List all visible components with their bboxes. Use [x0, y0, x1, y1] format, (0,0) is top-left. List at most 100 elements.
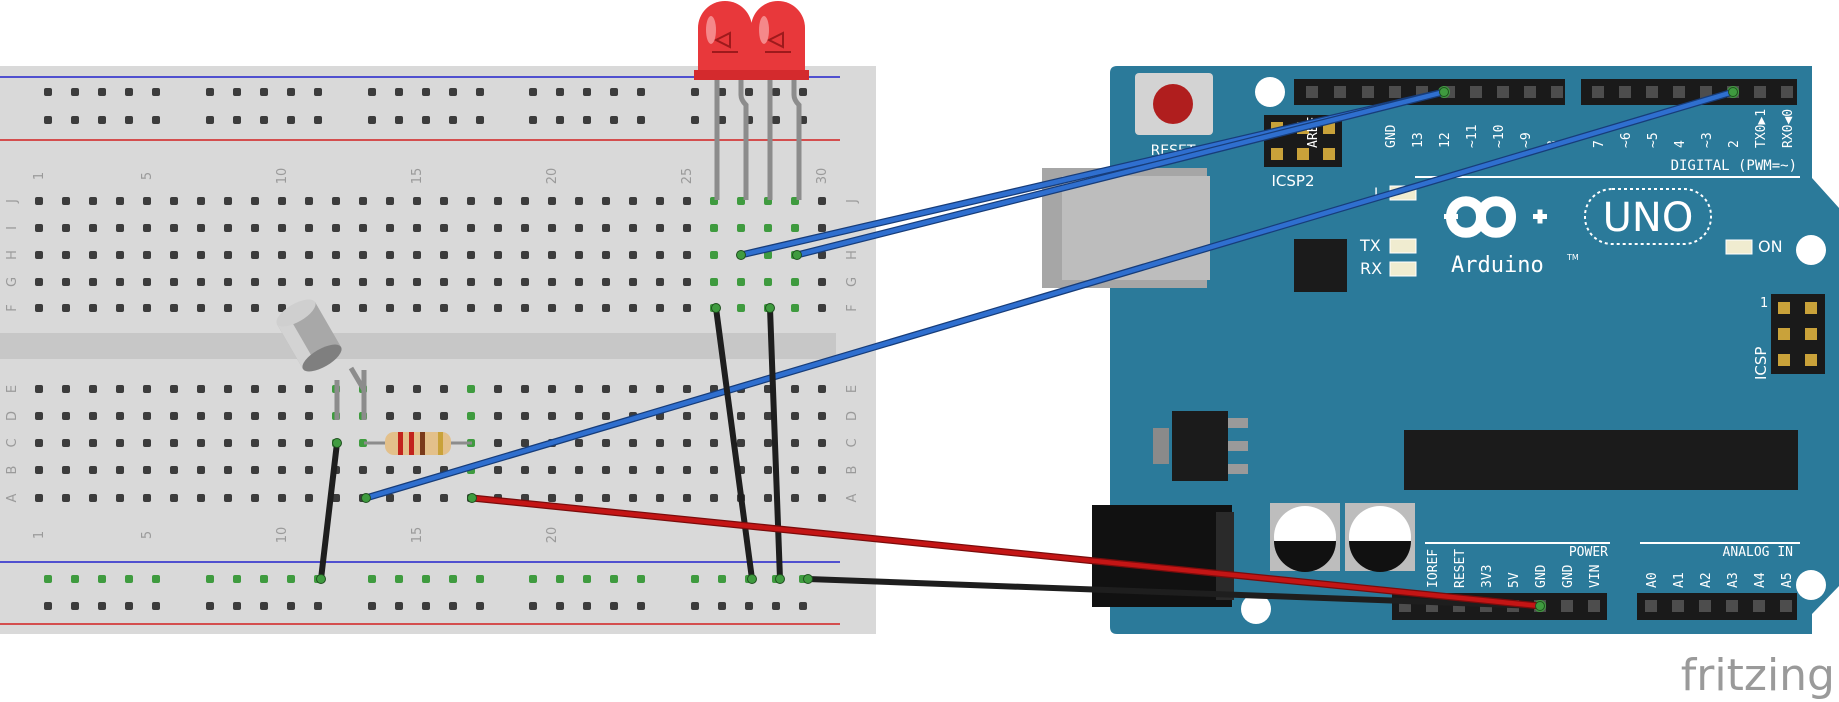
rail-hole — [125, 575, 133, 583]
breadboard-hole — [440, 224, 448, 232]
breadboard-hole — [602, 439, 610, 447]
rx-led — [1389, 261, 1417, 277]
dc-power-jack-collar — [1216, 512, 1234, 600]
column-number: 5 — [140, 531, 155, 539]
arduino-uno-board: RESET ICSP2 AREFGND1312~11~10~987~6~54~3… — [1042, 66, 1839, 634]
wires — [316, 87, 1738, 611]
analog-pin-label: A1 — [1672, 572, 1687, 588]
rail-hole — [556, 575, 564, 583]
breadboard-hole — [89, 224, 97, 232]
breadboard-hole — [602, 224, 610, 232]
rail-hole — [98, 602, 106, 610]
wire-endpoint — [765, 303, 775, 313]
header-pin — [1561, 600, 1573, 612]
breadboard-hole — [764, 412, 772, 420]
breadboard-hole — [683, 466, 691, 474]
rail-hole — [98, 88, 106, 96]
breadboard-hole — [116, 466, 124, 474]
wire-endpoint — [792, 250, 802, 260]
breadboard-hole — [656, 494, 664, 502]
breadboard-hole — [143, 251, 151, 259]
breadboard-hole — [197, 278, 205, 286]
breadboard-hole — [332, 304, 340, 312]
rail-hole — [44, 602, 52, 610]
rail-hole — [637, 116, 645, 124]
breadboard-hole — [278, 439, 286, 447]
rail-hole — [691, 602, 699, 610]
breadboard-hole — [683, 197, 691, 205]
breadboard-hole — [467, 224, 475, 232]
rail-hole — [152, 575, 160, 583]
breadboard-hole — [818, 278, 826, 286]
breadboard-hole — [710, 494, 718, 502]
breadboard-hole — [278, 278, 286, 286]
row-letter: I — [5, 226, 20, 230]
column-number: 10 — [275, 527, 290, 544]
tx-led-label: TX — [1359, 236, 1381, 255]
icsp-header — [1771, 294, 1825, 374]
rail-hole — [476, 575, 484, 583]
breadboard-hole — [305, 278, 313, 286]
breadboard-hole — [710, 412, 718, 420]
icsp2-pin — [1271, 148, 1283, 160]
rail-hole — [125, 88, 133, 96]
header-pin — [1619, 86, 1631, 98]
rx-led-label: RX — [1360, 259, 1382, 278]
header-pin — [1551, 86, 1563, 98]
digital-pin-label: 12 — [1438, 132, 1453, 148]
breadboard-hole — [629, 466, 637, 474]
column-number: 15 — [410, 168, 425, 185]
reset-button-cap — [1153, 84, 1193, 124]
row-letter: E — [845, 385, 860, 393]
breadboard-hole — [440, 385, 448, 393]
breadboard-hole — [359, 251, 367, 259]
breadboard-hole — [386, 251, 394, 259]
breadboard-hole — [305, 466, 313, 474]
breadboard-hole — [224, 466, 232, 474]
analog-pin-label: A4 — [1753, 572, 1768, 588]
breadboard-hole — [602, 412, 610, 420]
breadboard-hole — [575, 439, 583, 447]
column-number: 20 — [545, 527, 560, 544]
breadboard-hole — [575, 466, 583, 474]
breadboard-hole — [278, 412, 286, 420]
icsp-pin — [1778, 354, 1790, 366]
breadboard-hole — [413, 224, 421, 232]
header-pin — [1726, 600, 1738, 612]
rail-hole — [529, 575, 537, 583]
breadboard-hole — [359, 224, 367, 232]
breadboard-hole — [818, 304, 826, 312]
wire-endpoint — [1535, 601, 1545, 611]
row-letter: D — [5, 411, 20, 421]
row-letter: E — [5, 385, 20, 393]
breadboard-hole — [35, 412, 43, 420]
header-pin — [1334, 86, 1346, 98]
breadboard-hole — [170, 385, 178, 393]
rail-hole — [476, 602, 484, 610]
digital-pin-label: 2 — [1727, 140, 1742, 148]
breadboard-hole — [467, 412, 475, 420]
breadboard-hole — [332, 224, 340, 232]
breadboard-hole — [332, 251, 340, 259]
digital-pin-label: ~5 — [1646, 132, 1661, 148]
breadboard-hole — [62, 224, 70, 232]
breadboard-hole — [521, 304, 529, 312]
header-pin — [1592, 86, 1604, 98]
breadboard-hole — [305, 224, 313, 232]
wire-endpoint — [1439, 87, 1449, 97]
breadboard-hole — [386, 412, 394, 420]
breadboard-hole — [791, 439, 799, 447]
breadboard-hole — [521, 251, 529, 259]
breadboard-hole — [656, 466, 664, 474]
rail-hole — [314, 116, 322, 124]
rail-hole — [71, 575, 79, 583]
wire-black — [318, 305, 1543, 609]
breadboard-hole — [602, 304, 610, 312]
rail-hole — [556, 602, 564, 610]
breadboard-hole — [89, 439, 97, 447]
breadboard-hole — [143, 278, 151, 286]
breadboard-hole — [602, 466, 610, 474]
breadboard-hole — [683, 385, 691, 393]
row-letter: D — [845, 411, 860, 421]
digital-pin-label: TX0▶1 — [1754, 109, 1769, 148]
